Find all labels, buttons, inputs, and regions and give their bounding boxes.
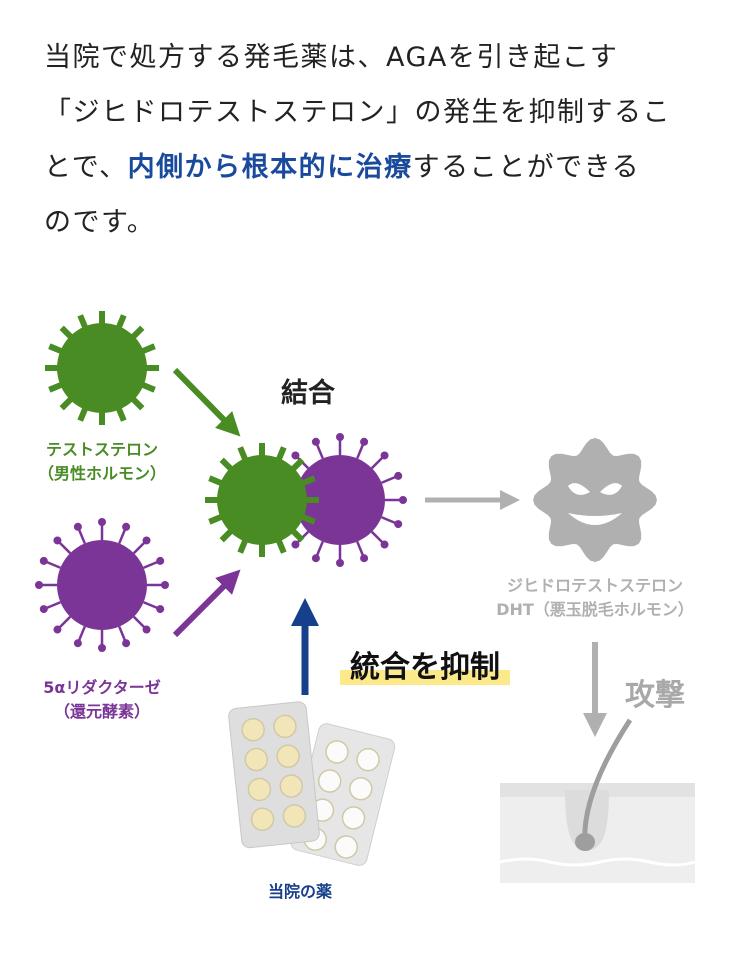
pill (334, 835, 358, 859)
pill (244, 747, 269, 772)
medicine-label: 当院の薬 (268, 882, 333, 901)
intro-text: 当院で処方する発毛薬は、AGAを引き起こす 「ジヒドロテストステロン」の発生を抑… (44, 30, 724, 250)
arrow-testosterone (172, 367, 241, 437)
pill (241, 717, 265, 742)
bind-label: 結合 (281, 377, 335, 409)
testosterone-label: テストステロン (46, 440, 158, 459)
dht-sublabel: DHT（悪玉脱毛ホルモン） (496, 600, 694, 619)
pill (273, 714, 297, 739)
pill (356, 747, 380, 772)
intro-line: 「ジヒドロテストステロン」の発生を抑制するこ (44, 97, 671, 128)
testosterone-sublabel: （男性ホルモン） (38, 464, 166, 483)
pill (282, 804, 307, 828)
inhibit-highlight (340, 670, 510, 685)
pill (247, 777, 272, 802)
intro-line: することができる (412, 152, 641, 183)
arrow-reductase (172, 569, 241, 638)
reductase-label: 5αリダクターゼ (43, 678, 161, 697)
scalp-hair-illustration (499, 718, 696, 883)
attack-label: 攻撃 (625, 678, 685, 713)
pill (349, 777, 373, 801)
pill (279, 774, 304, 798)
inhibit-label: 統合を抑制 (350, 650, 500, 685)
intro-line: とで、 (44, 152, 128, 183)
dht-label: ジヒドロテストステロン (507, 576, 683, 595)
intro-line: のです。 (44, 207, 156, 238)
pill (276, 744, 300, 768)
reductase-sublabel: （還元酵素） (54, 702, 150, 721)
testosterone-virus-icon (45, 311, 159, 425)
dht-monster-icon (533, 438, 657, 562)
medicine-pills-image (228, 701, 396, 866)
reductase-enzyme-icon (35, 518, 169, 652)
intro-line: 当院で処方する発毛薬は、AGAを引き起こす (44, 42, 619, 73)
pill (317, 769, 342, 793)
pill (250, 807, 275, 831)
intro-highlight: 内側から根本的に治療 (127, 152, 413, 183)
bound-testosterone-icon (205, 443, 319, 557)
pill (341, 806, 366, 830)
pill (325, 740, 349, 764)
